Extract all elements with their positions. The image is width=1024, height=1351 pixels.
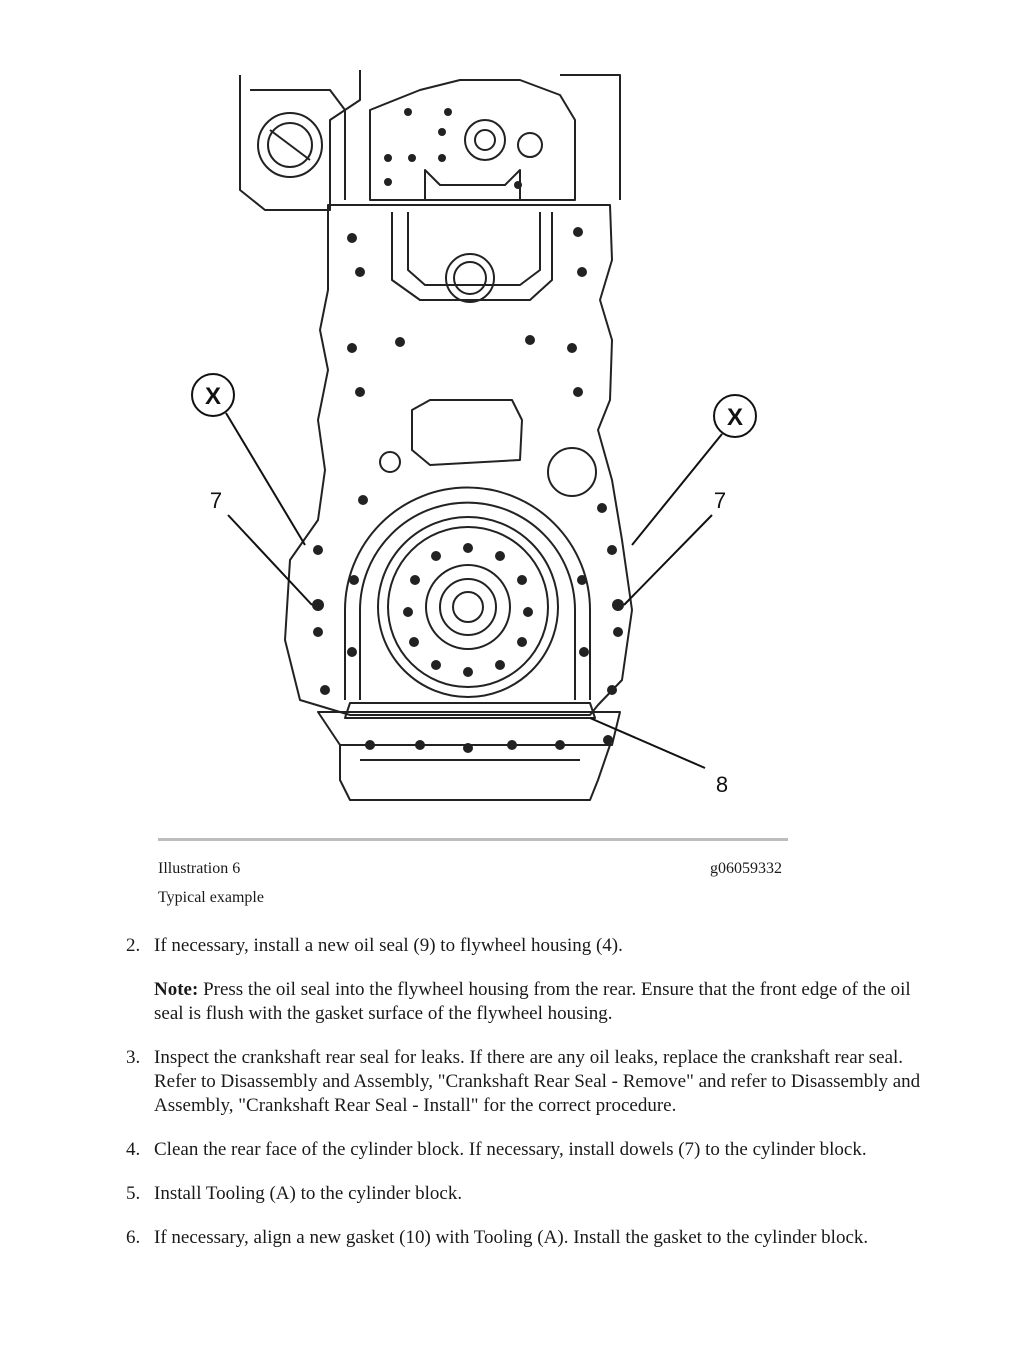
note-text: Press the oil seal into the flywheel hou…: [154, 979, 911, 1024]
step-number: 6.: [126, 1227, 141, 1248]
illustration-label: Illustration 6: [158, 860, 241, 877]
procedure-steps: 2. If necessary, install a new oil seal …: [126, 934, 926, 1270]
step-5: 5. Install Tooling (A) to the cylinder b…: [126, 1182, 926, 1206]
callout-7-right: 7: [714, 488, 726, 513]
step-number: 3.: [126, 1047, 141, 1068]
caption-divider: [158, 838, 788, 841]
step-4: 4. Clean the rear face of the cylinder b…: [126, 1138, 926, 1162]
callout-8: 8: [716, 772, 728, 797]
step-text: Clean the rear face of the cylinder bloc…: [154, 1139, 867, 1160]
step-6: 6. If necessary, align a new gasket (10)…: [126, 1226, 926, 1250]
figure-id: g06059332: [710, 860, 782, 877]
step-text: If necessary, align a new gasket (10) wi…: [154, 1227, 869, 1248]
engine-rear-illustration: X X 7 7 8: [191, 70, 757, 801]
step-3: 3. Inspect the crankshaft rear seal for …: [126, 1046, 926, 1118]
step-text: Inspect the crankshaft rear seal for lea…: [154, 1047, 921, 1116]
step-number: 4.: [126, 1139, 141, 1160]
callout-x-left: X: [205, 383, 221, 410]
step-text: Install Tooling (A) to the cylinder bloc…: [154, 1183, 463, 1204]
step-note: Note: Press the oil seal into the flywhe…: [154, 978, 926, 1026]
step-number: 5.: [126, 1183, 141, 1204]
step-2: 2. If necessary, install a new oil seal …: [126, 934, 926, 1026]
step-text: If necessary, install a new oil seal (9)…: [154, 935, 623, 956]
callout-x-right: X: [727, 404, 743, 431]
step-number: 2.: [126, 935, 141, 956]
caption-subtitle: Typical example: [158, 889, 264, 906]
note-label: Note:: [154, 979, 199, 1000]
callout-7-left: 7: [210, 488, 222, 513]
